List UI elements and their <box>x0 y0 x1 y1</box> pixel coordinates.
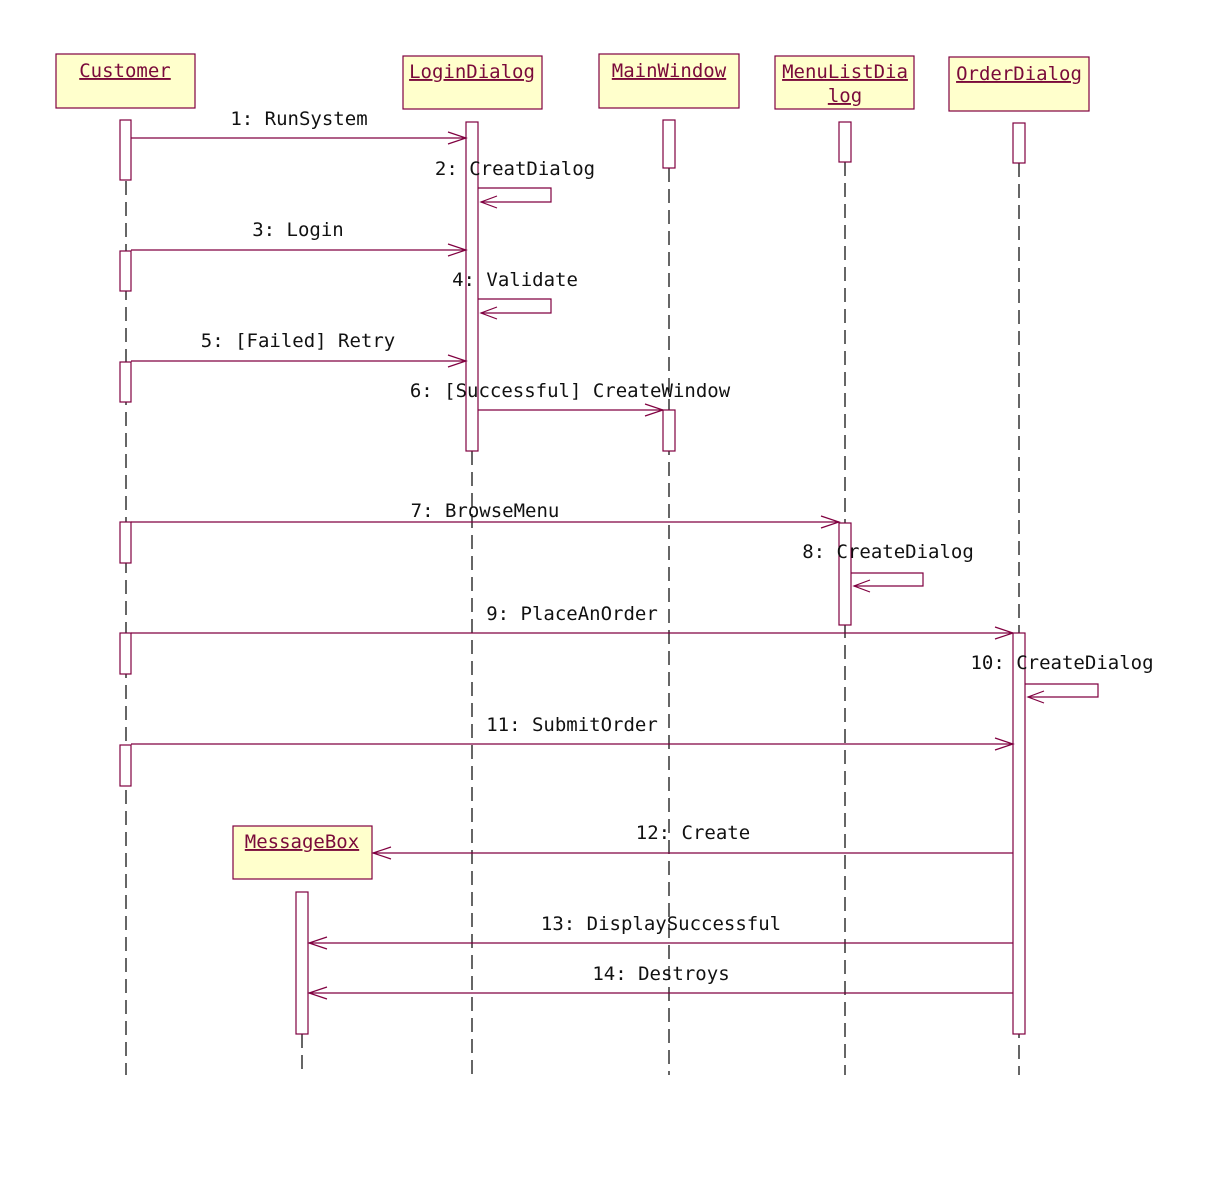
message-arrow-11 <box>131 737 1015 751</box>
activation-customer-6 <box>119 744 132 787</box>
object-label-line1: MenuListDia <box>782 61 908 83</box>
message-label-3: 3: Login <box>252 219 344 241</box>
object-orderdialog[interactable]: OrderDialog <box>948 56 1090 112</box>
activation-messagebox <box>295 891 309 1035</box>
message-label-13: 13: DisplaySuccessful <box>541 913 781 935</box>
activation-orderdialog-1 <box>1012 122 1026 164</box>
object-logindialog[interactable]: LoginDialog <box>402 55 543 110</box>
message-label-11: 11: SubmitOrder <box>486 714 658 736</box>
message-arrow-6 <box>478 403 665 417</box>
message-arrow-2 <box>478 187 552 209</box>
message-label-1: 1: RunSystem <box>230 108 367 130</box>
message-label-6: 6: [Successful] CreateWindow <box>410 380 731 402</box>
activation-customer-5 <box>119 632 132 675</box>
message-arrow-3 <box>131 243 468 257</box>
activation-customer-2 <box>119 250 132 292</box>
message-label-10: 10: CreateDialog <box>970 652 1153 674</box>
object-customer[interactable]: Customer <box>55 53 196 109</box>
object-label: OrderDialog <box>956 63 1082 85</box>
message-arrow-8 <box>851 572 924 593</box>
object-label-line2: log <box>828 85 862 107</box>
message-label-4: 4: Validate <box>452 269 578 291</box>
activation-menulistdialog-2 <box>838 522 852 626</box>
activations <box>119 119 1026 1035</box>
object-mainwindow[interactable]: MainWindow <box>598 53 740 109</box>
message-arrow-7 <box>131 515 841 529</box>
object-label: LoginDialog <box>409 61 535 83</box>
message-arrow-5 <box>131 354 468 368</box>
message-label-9: 9: PlaceAnOrder <box>486 603 658 625</box>
message-arrow-12 <box>371 846 1013 860</box>
activation-customer-1 <box>119 119 132 181</box>
message-label-14: 14: Destroys <box>592 963 729 985</box>
activation-orderdialog-2 <box>1012 632 1026 1035</box>
message-arrow-4 <box>478 298 552 320</box>
message-arrow-1 <box>131 131 468 145</box>
message-arrow-9 <box>131 626 1015 640</box>
activation-logindialog <box>465 121 479 452</box>
activation-mainwindow-1 <box>662 119 676 169</box>
message-labels: 1: RunSystem 2: CreatDialog 3: Login 4: … <box>201 108 1154 985</box>
object-label: Customer <box>79 60 171 82</box>
message-arrow-10 <box>1025 683 1099 704</box>
activation-mainwindow-2 <box>662 409 676 452</box>
message-arrow-14 <box>307 986 1013 1000</box>
message-label-12: 12: Create <box>636 822 750 844</box>
object-label: MainWindow <box>612 60 727 82</box>
activation-menulistdialog-1 <box>838 121 852 163</box>
message-label-5: 5: [Failed] Retry <box>201 330 395 352</box>
object-messagebox[interactable]: MessageBox <box>232 825 373 880</box>
message-label-7: 7: BrowseMenu <box>411 500 560 522</box>
activation-customer-3 <box>119 361 132 403</box>
message-arrows <box>131 131 1099 1000</box>
message-arrow-13 <box>307 936 1013 950</box>
object-menulistdialog[interactable]: MenuListDia log <box>774 55 915 110</box>
message-label-8: 8: CreateDialog <box>802 541 974 563</box>
object-label: MessageBox <box>245 831 359 853</box>
activation-customer-4 <box>119 521 132 564</box>
message-label-2: 2: CreatDialog <box>435 158 595 180</box>
